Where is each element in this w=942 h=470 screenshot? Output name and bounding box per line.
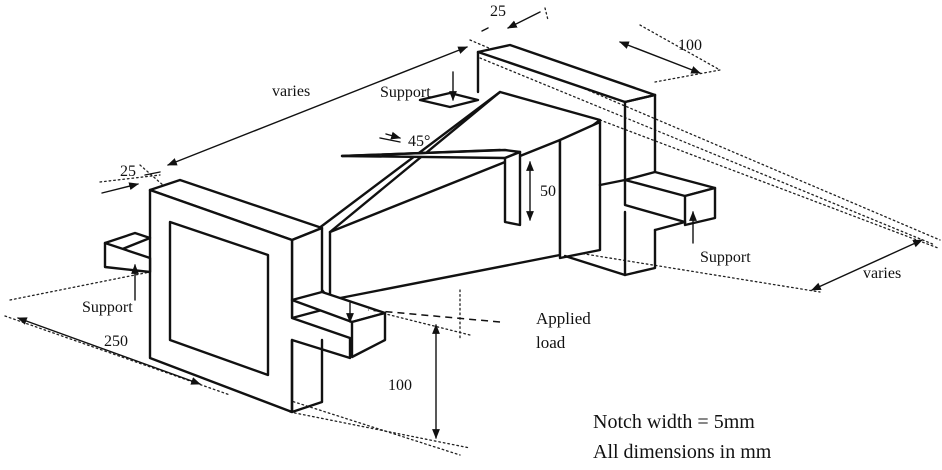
dim-25-left-arrow	[101, 182, 139, 194]
labels: 25 100 varies Support 25 45° 50 Support …	[82, 3, 901, 463]
dim-25-top-label: 25	[490, 3, 506, 20]
dim-25-left-tick	[144, 171, 161, 176]
dim-varies-top-label: varies	[272, 83, 310, 100]
dimension-arrows	[17, 11, 923, 439]
dim-25-top-arrow	[507, 11, 541, 29]
dim-100-top-arrow	[619, 41, 701, 74]
dim-100-bottom-label: 100	[388, 377, 412, 394]
beam-body	[288, 90, 602, 302]
notch-depth-label: 50	[540, 183, 556, 200]
notch-angle-label: 45°	[408, 133, 430, 150]
dim-250-arrow	[17, 317, 201, 385]
dim-varies-right-arrow	[811, 239, 923, 291]
applied-load-label-1: Applied	[536, 309, 591, 328]
force-arrows	[131, 71, 697, 323]
support-top-label: Support	[380, 84, 431, 101]
note-notch-width: Notch width = 5mm	[593, 411, 755, 433]
applied-load-line	[367, 309, 501, 323]
support-right-label: Support	[700, 249, 751, 266]
support-left-label: Support	[82, 299, 133, 316]
dim-varies-top-arrow	[167, 46, 468, 166]
dim-varies-right-label: varies	[863, 265, 901, 282]
back-end-frame	[418, 43, 717, 277]
applied-load-label-2: load	[536, 333, 566, 352]
dim-25-left-label: 25	[120, 163, 136, 180]
note-units: All dimensions in mm	[593, 441, 772, 463]
dim-250-label: 250	[104, 333, 128, 350]
dim-100-top-label: 100	[678, 37, 702, 54]
dim-25-top-tick	[481, 27, 489, 32]
